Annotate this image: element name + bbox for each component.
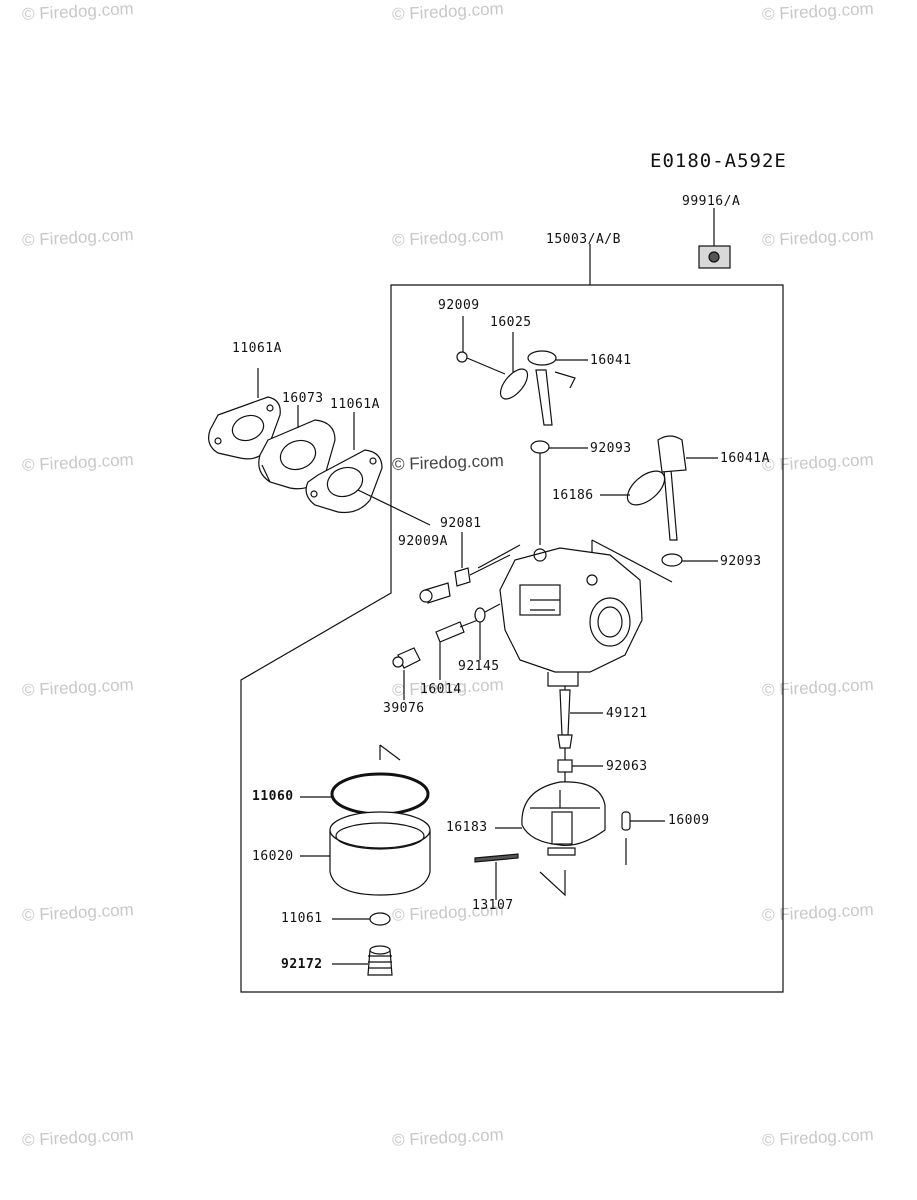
part-label-16020: 16020	[252, 849, 294, 864]
float-16183	[521, 781, 606, 856]
seal-92093-top	[530, 440, 550, 454]
screw-92009	[456, 351, 506, 375]
part-label-92093-1: 92093	[590, 441, 632, 456]
part-label-16041a: 16041A	[720, 451, 770, 466]
float-pin-13107	[474, 853, 519, 863]
main-jet-92063	[557, 759, 603, 773]
choke-valve-16025	[499, 368, 529, 400]
part-label-92081: 92081	[440, 516, 482, 531]
part-label-16183: 16183	[446, 820, 488, 835]
jet-16014	[435, 619, 479, 643]
part-label-92009a: 92009A	[398, 534, 448, 549]
part-label-92063: 92063	[606, 759, 648, 774]
part-label-92145: 92145	[458, 659, 500, 674]
part-label-11061a-2: 11061A	[330, 397, 380, 412]
assembly-frame	[240, 284, 784, 993]
part-label-16014: 16014	[420, 682, 462, 697]
part-label-16041: 16041	[590, 353, 632, 368]
part-label-15003ab: 15003/A/B	[546, 232, 621, 247]
throttle-shaft-16041a	[657, 435, 718, 541]
part-label-11060: 11060	[252, 789, 294, 804]
part-label-99916a: 99916/A	[682, 194, 741, 209]
drain-gasket-11061	[369, 912, 391, 926]
part-label-16073: 16073	[282, 391, 324, 406]
needle-valve-16009	[621, 811, 665, 865]
seal-92093-lower	[661, 553, 683, 567]
part-label-92093-2: 92093	[720, 554, 762, 569]
choke-shaft-16041	[527, 350, 576, 426]
drain-bolt-92172	[367, 945, 393, 976]
part-label-16009: 16009	[668, 813, 710, 828]
o-ring-92145	[474, 603, 501, 623]
throttle-valve-16186	[600, 470, 666, 506]
gasket-11061a-right	[305, 449, 383, 514]
nozzle-39076	[392, 647, 421, 669]
part-label-16186: 16186	[552, 488, 594, 503]
gasket-11061a-left	[208, 396, 281, 460]
part-label-39076: 39076	[383, 701, 425, 716]
screw-92009a	[419, 582, 451, 604]
diagram-code: E0180-A592E	[650, 150, 787, 172]
part-label-16025: 16025	[490, 315, 532, 330]
main-jet-49121	[557, 689, 603, 749]
carburetor-body	[477, 544, 643, 687]
float-bowl-gasket-11060	[330, 772, 430, 816]
float-bowl-16020	[329, 811, 431, 896]
part-label-92009: 92009	[438, 298, 480, 313]
part-label-11061: 11061	[281, 911, 323, 926]
part-label-13107: 13107	[472, 898, 514, 913]
pilot-screw-92081	[454, 554, 511, 587]
part-label-49121: 49121	[606, 706, 648, 721]
part-label-92172: 92172	[281, 957, 323, 972]
part-label-11061a-1: 11061A	[232, 341, 282, 356]
